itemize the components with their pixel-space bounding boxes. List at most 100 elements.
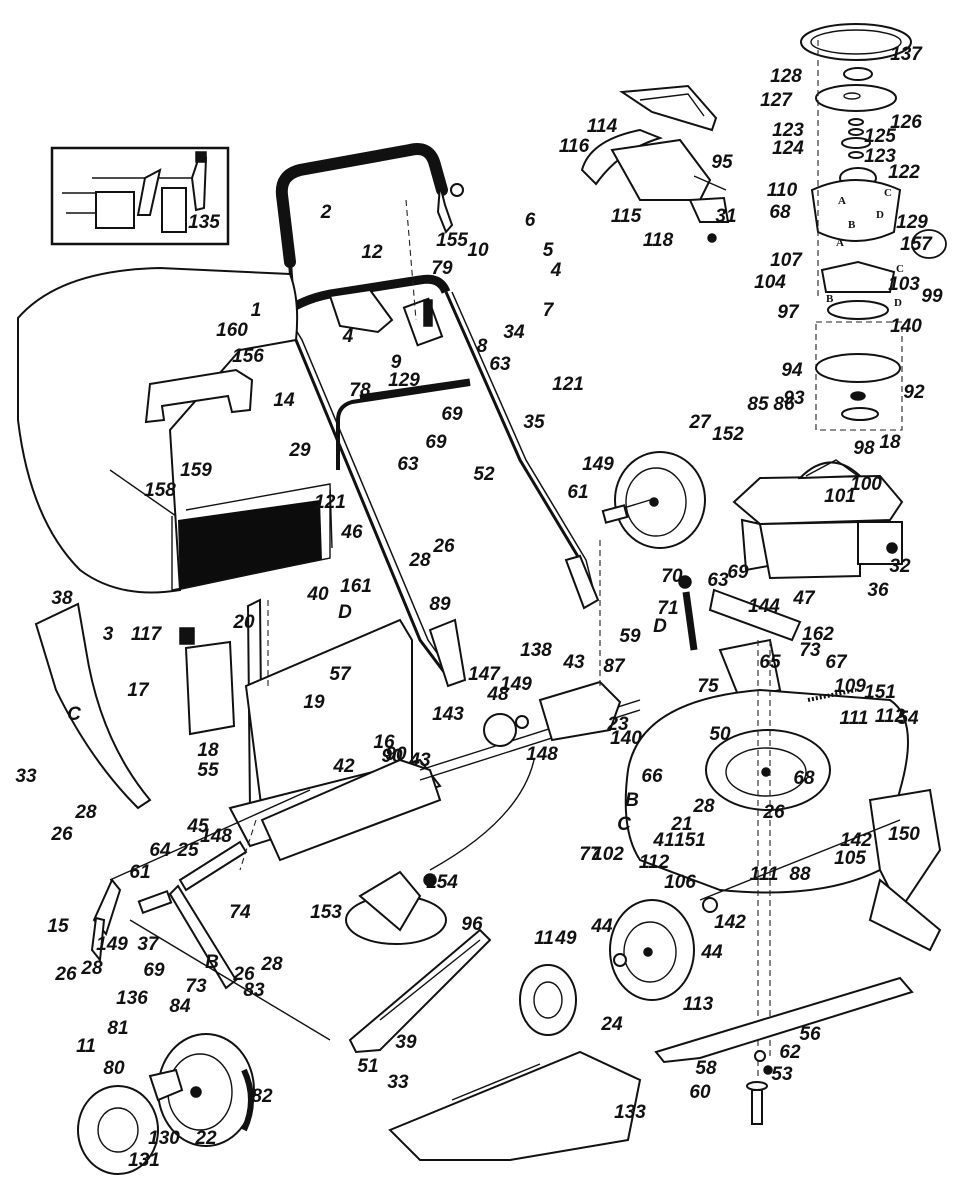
callout-14: 14 [273, 390, 295, 411]
callout-41: 41 [652, 830, 674, 851]
callout-26: 26 [762, 802, 785, 823]
callout-50: 50 [709, 724, 731, 745]
callout-28: 28 [80, 958, 103, 979]
callout-79: 79 [431, 258, 453, 279]
callout-90: 90 [385, 744, 407, 765]
callout-99: 99 [921, 286, 943, 307]
callout-118: 118 [643, 230, 674, 251]
callout-59: 59 [619, 626, 641, 647]
callout-98: 98 [853, 438, 875, 459]
callout-105: 105 [834, 848, 866, 869]
callout-44: 44 [590, 916, 613, 937]
callout-85: 85 [747, 394, 769, 415]
callout-58: 58 [695, 1058, 717, 1079]
callout-69: 69 [143, 960, 165, 981]
callout-29: 29 [288, 440, 311, 461]
callout-159: 159 [180, 460, 212, 481]
callout-62: 62 [779, 1042, 801, 1063]
callout-28: 28 [260, 954, 283, 975]
callout-104: 104 [754, 272, 786, 293]
callout-114: 114 [587, 116, 618, 137]
callout-140: 140 [890, 316, 922, 337]
callout-86: 86 [773, 394, 795, 415]
callout-68: 68 [769, 202, 791, 223]
callout-111: 111 [840, 708, 869, 729]
callout-125: 125 [864, 126, 896, 147]
callout-129: 129 [388, 370, 420, 391]
svg-text:A: A [836, 237, 844, 249]
callout-18: 18 [197, 740, 219, 761]
callout-43: 43 [562, 652, 585, 673]
callout-22: 22 [194, 1128, 217, 1149]
callout-40: 40 [306, 584, 329, 605]
callout-115: 115 [611, 206, 642, 227]
callout-148: 148 [200, 826, 232, 847]
callout-80: 80 [103, 1058, 125, 1079]
callout-28: 28 [74, 802, 97, 823]
callout-152: 152 [712, 424, 744, 445]
callout-140: 140 [610, 728, 642, 749]
callout-148: 148 [526, 744, 558, 765]
callout-1: 1 [251, 300, 262, 321]
callout-149: 149 [96, 934, 128, 955]
callout-56: 56 [799, 1024, 821, 1045]
callout-61: 61 [567, 482, 588, 503]
callout-69: 69 [441, 404, 463, 425]
callout-154: 154 [426, 872, 458, 893]
callout-149: 149 [582, 454, 614, 475]
callout-96: 96 [461, 914, 483, 935]
callout-63: 63 [397, 454, 419, 475]
callout-21: 21 [670, 814, 692, 835]
callout-88: 88 [789, 864, 811, 885]
svg-text:D: D [894, 297, 902, 309]
callout-136: 136 [116, 988, 148, 1009]
callout-156: 156 [232, 346, 264, 367]
rear-wheel-upper [601, 451, 706, 549]
callout-23: 23 [606, 714, 629, 735]
callout-142: 142 [840, 830, 872, 851]
svg-text:C: C [884, 187, 892, 199]
callout-33: 33 [15, 766, 37, 787]
callout-64: 64 [149, 840, 171, 861]
callout-63: 63 [707, 570, 729, 591]
callout-4: 4 [342, 326, 354, 347]
callout-51: 51 [357, 1056, 378, 1077]
callout-92: 92 [903, 382, 925, 403]
callout-153: 153 [310, 902, 342, 923]
lower-handle [279, 274, 600, 688]
cutting-blade [654, 976, 914, 1125]
callout-151: 151 [674, 830, 706, 851]
callout-45: 45 [186, 816, 209, 837]
callout-87: 87 [603, 656, 626, 677]
callout-57: 57 [329, 664, 352, 685]
callout-84: 84 [169, 996, 191, 1017]
callout-70: 70 [661, 566, 683, 587]
callout-44: 44 [700, 942, 723, 963]
callout-117: 117 [131, 624, 163, 645]
callout-25: 25 [176, 840, 199, 861]
callout-32: 32 [889, 556, 911, 577]
callout-90: 90 [381, 746, 403, 767]
callout-131: 131 [128, 1150, 160, 1171]
callout-142: 142 [714, 912, 746, 933]
callout-53: 53 [771, 1064, 793, 1085]
callout-71: 71 [657, 598, 678, 619]
callout-81: 81 [107, 1018, 128, 1039]
callout-26: 26 [232, 964, 255, 985]
callout-b: B [625, 790, 639, 811]
callout-54: 54 [897, 708, 919, 729]
callout-65: 65 [759, 652, 781, 673]
handle-crossbar [336, 378, 471, 470]
callout-73: 73 [185, 976, 207, 997]
callout-63: 63 [489, 354, 511, 375]
callout-69: 69 [425, 432, 447, 453]
callout-68: 68 [793, 768, 815, 789]
callout-130: 130 [148, 1128, 180, 1149]
callout-128: 128 [770, 66, 802, 87]
callout-b: B [205, 952, 219, 973]
callout-3: 3 [103, 624, 114, 645]
callout-93: 93 [783, 388, 805, 409]
cable-bracket [345, 870, 447, 945]
callout-17: 17 [127, 680, 150, 701]
